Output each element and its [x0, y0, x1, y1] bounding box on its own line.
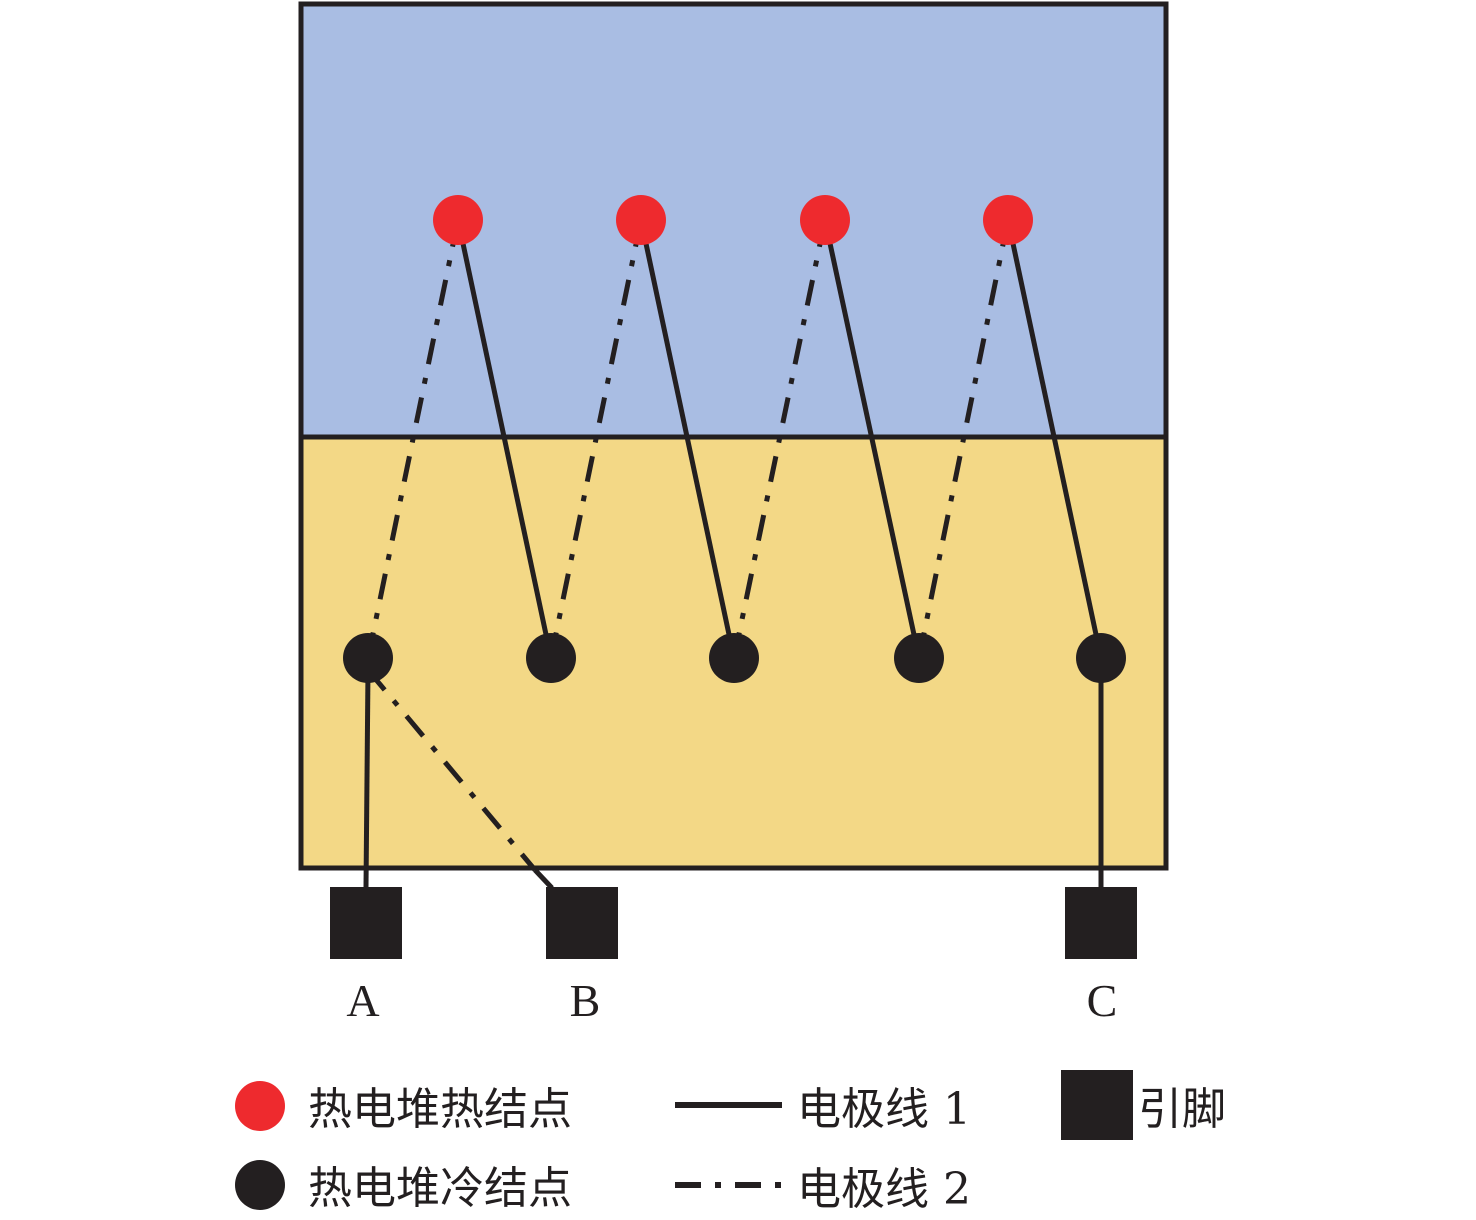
cold-junction — [526, 633, 576, 683]
electrode-1-wire — [638, 219, 737, 659]
pin-b — [546, 887, 618, 959]
cold-junction — [1076, 633, 1126, 683]
pin-c — [1065, 887, 1137, 959]
electrode-1-wire — [822, 219, 922, 659]
legend-cold-junction-icon — [235, 1160, 285, 1210]
electrode-1-wire — [1005, 219, 1104, 659]
pin-a — [330, 887, 402, 959]
legend-cold-junction-label: 热电堆冷结点 — [308, 1163, 572, 1214]
pin-label-a: A — [346, 975, 379, 1026]
legend-electrode-1-label: 电极线 1 — [797, 1084, 971, 1135]
hot-junction — [433, 195, 483, 245]
pin-label-b: B — [570, 975, 601, 1026]
lead-wire-a — [363, 669, 371, 888]
hot-junction — [616, 195, 666, 245]
legend-electrode-2-label: 电极线 2 — [797, 1164, 971, 1215]
electrode-2-wire — [731, 219, 828, 659]
electrode-2-wire — [365, 219, 461, 659]
legend-hot-junction-icon — [235, 1081, 285, 1131]
lead-wire-b-end — [533, 868, 554, 890]
cold-junction — [709, 633, 759, 683]
legend-pin-icon — [1061, 1070, 1133, 1140]
pin-label-c: C — [1087, 975, 1118, 1026]
hot-junction — [800, 195, 850, 245]
electrode-1-wire — [455, 219, 554, 659]
legend-hot-junction-label: 热电堆热结点 — [308, 1084, 572, 1135]
cold-junction — [343, 633, 393, 683]
legend-pin-label: 引脚 — [1138, 1084, 1226, 1135]
electrode-2-wire — [916, 219, 1011, 659]
electrode-2-wire — [548, 219, 644, 659]
hot-junction — [983, 195, 1033, 245]
cold-junction — [894, 633, 944, 683]
lead-wire-b — [366, 668, 537, 872]
hot-region — [301, 4, 1166, 437]
